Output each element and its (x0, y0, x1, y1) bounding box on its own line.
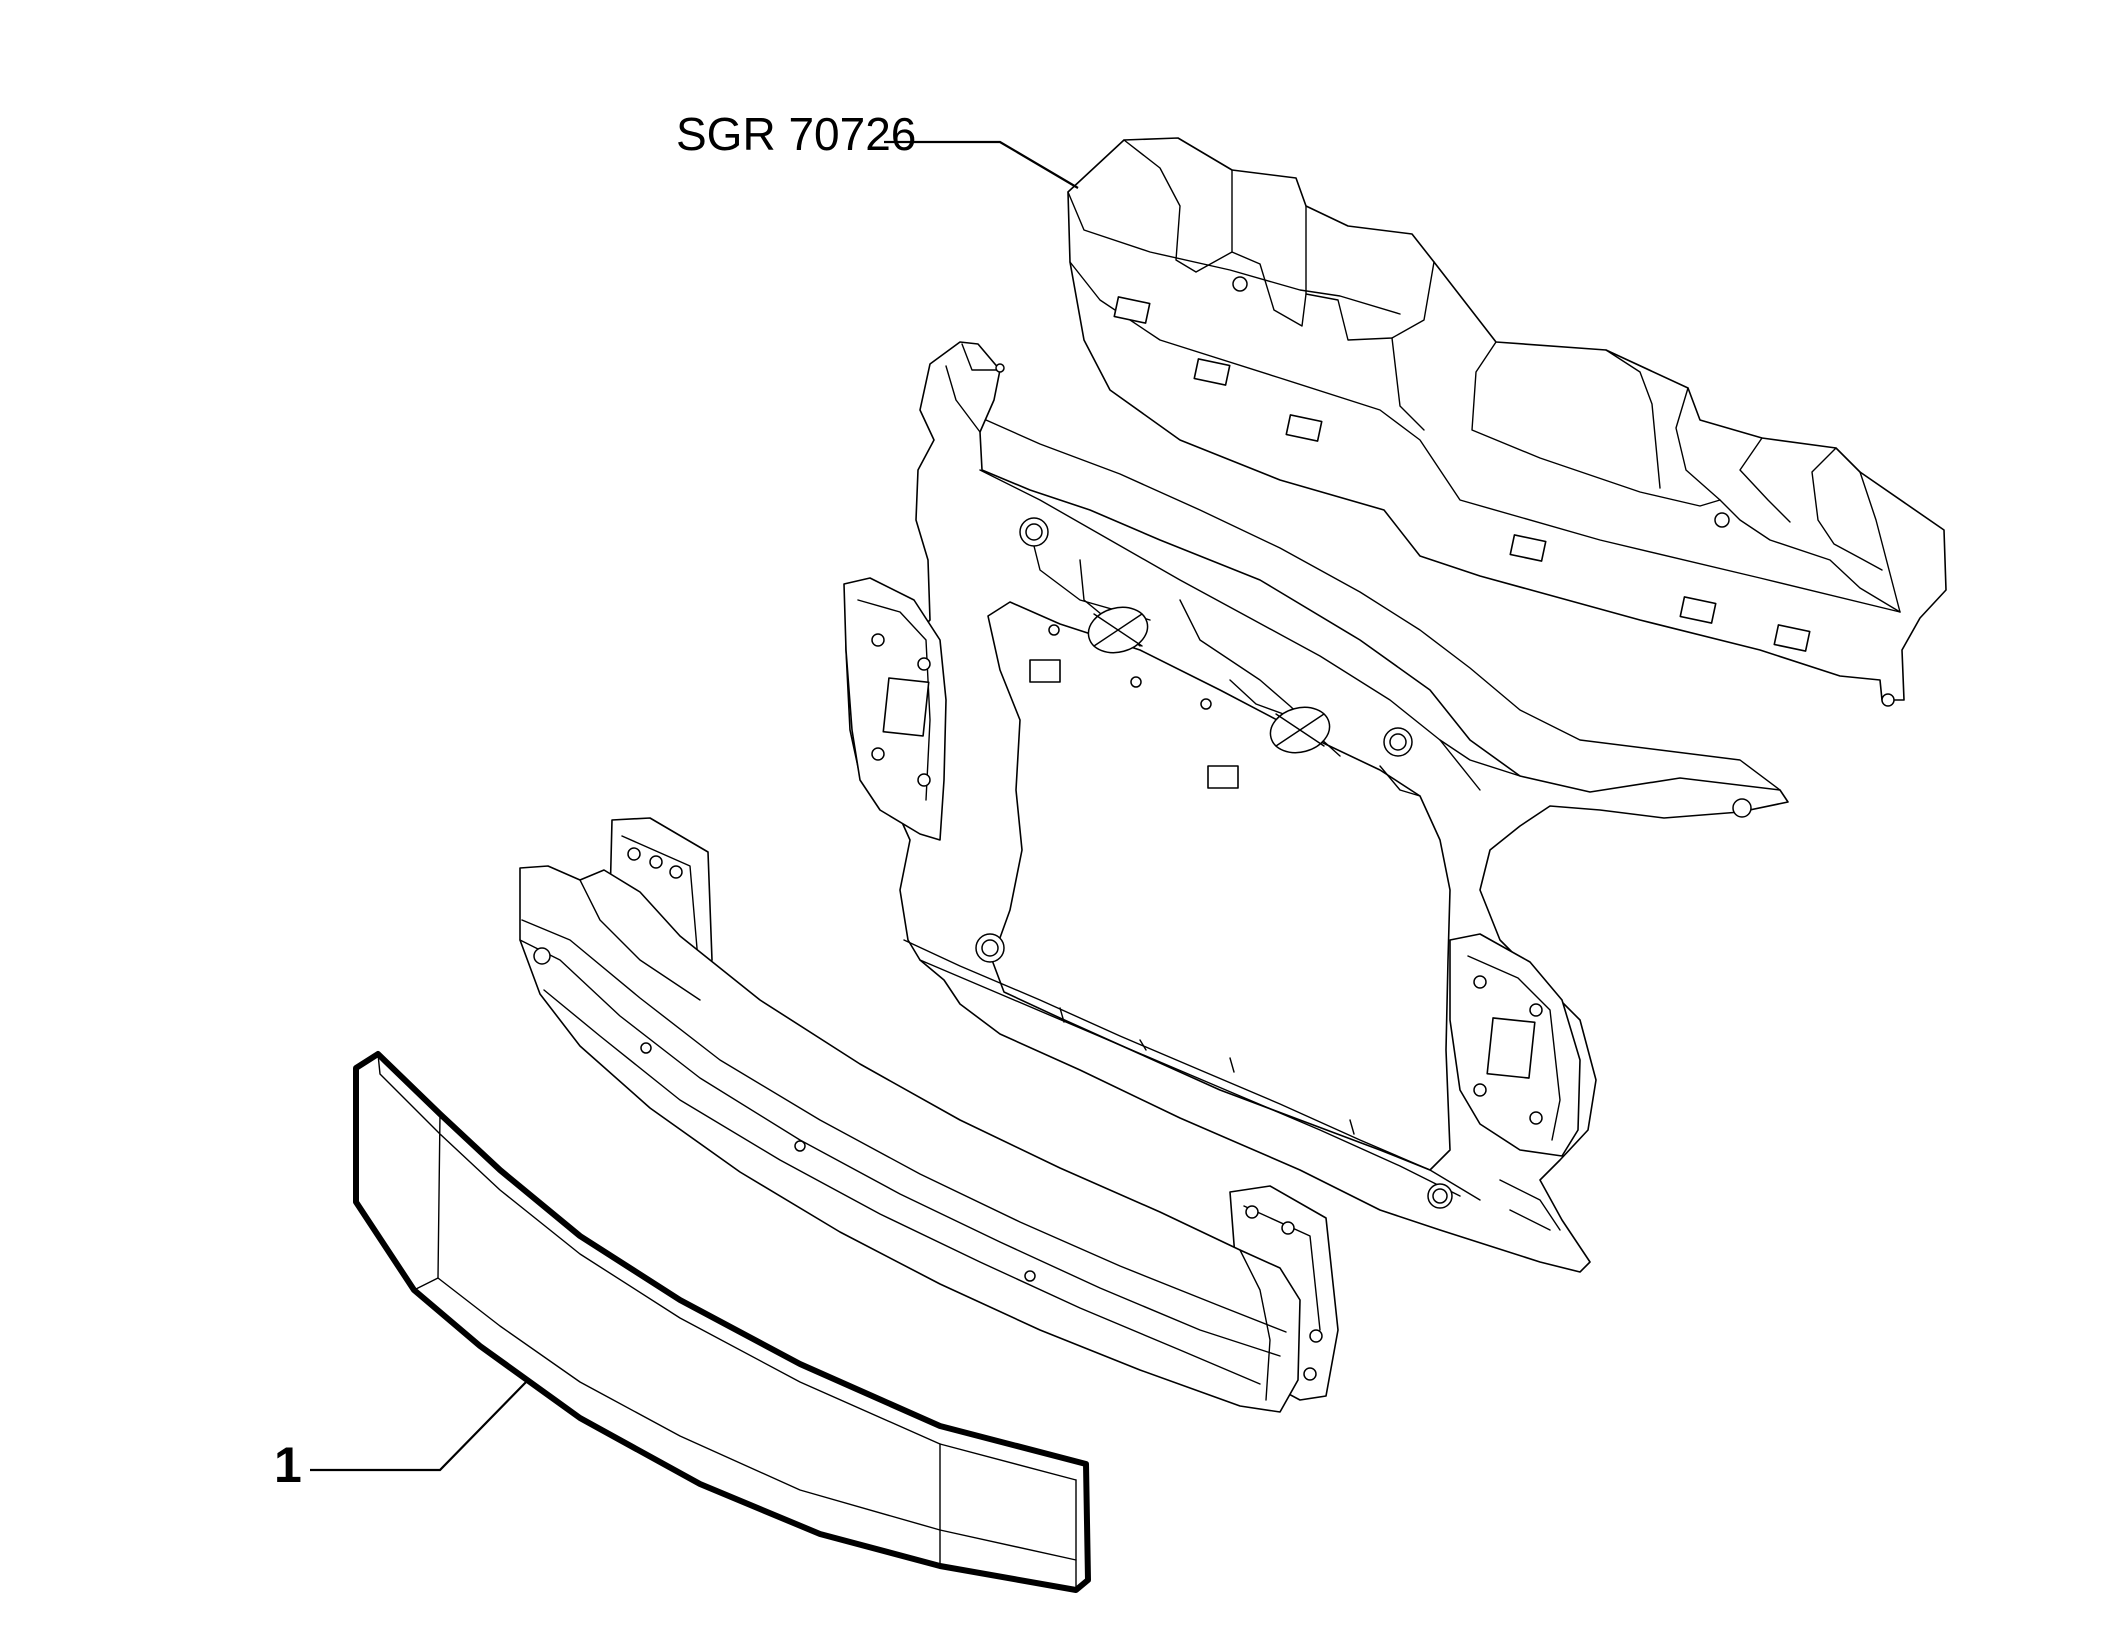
upper-energy-absorber (1067, 137, 1947, 707)
bumper-reinforcement-beam (519, 817, 1339, 1413)
item-1-bumper-absorber (353, 1051, 1091, 1593)
absorber-part-reference: SGR 70726 (676, 108, 916, 160)
absorber-leader-line (884, 140, 1079, 189)
item-1-leader-line (310, 1379, 529, 1472)
radiator-support-frame (843, 341, 1789, 1273)
item-number-1: 1 (274, 1437, 302, 1493)
